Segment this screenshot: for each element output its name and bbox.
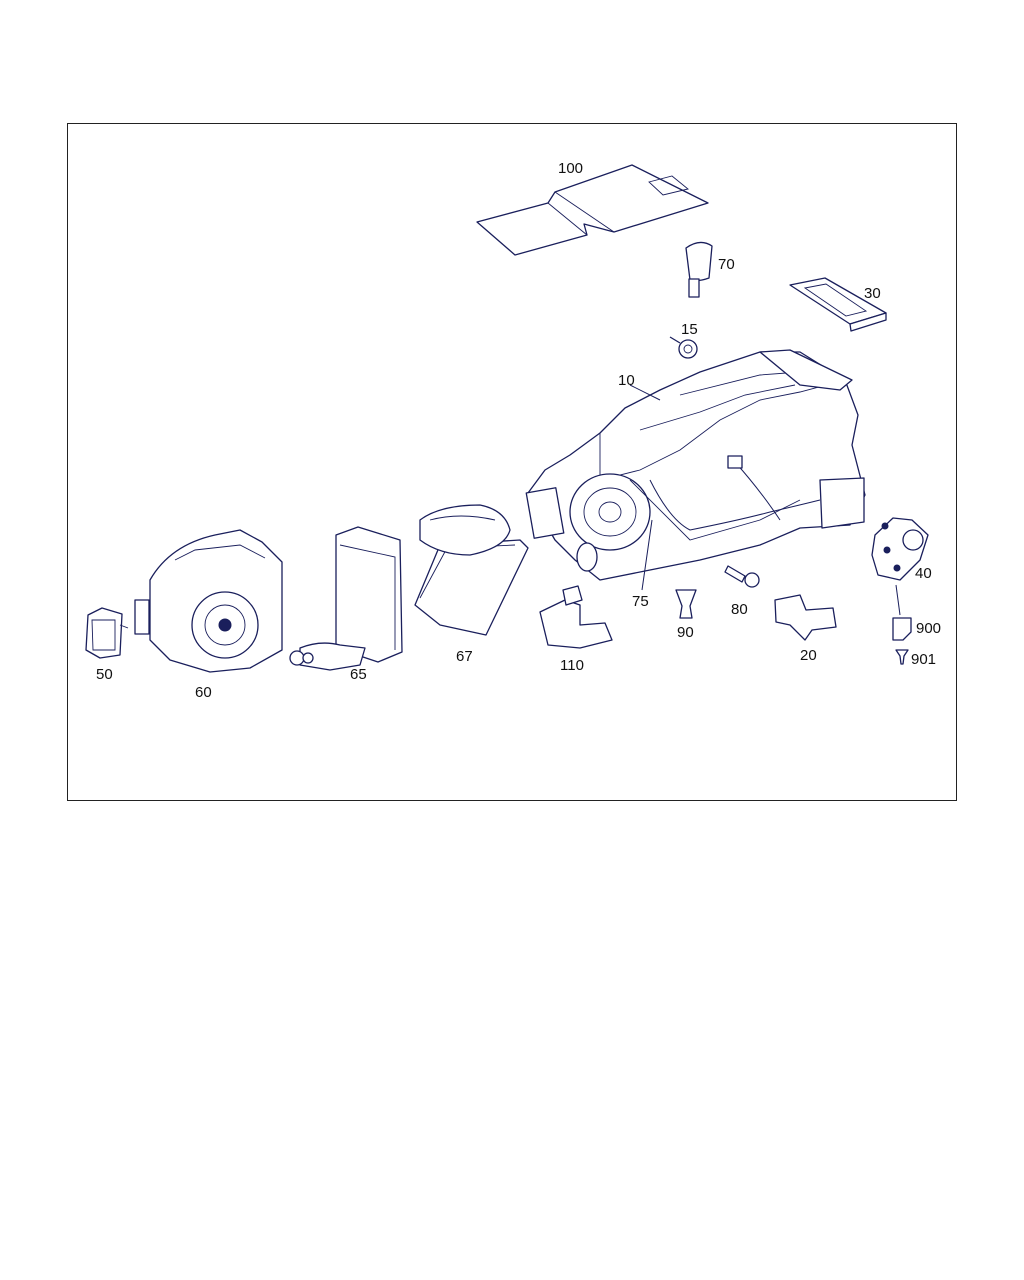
part-90-clip[interactable] [675,589,697,619]
callout-40: 40 [915,565,932,582]
callout-67: 67 [456,648,473,665]
part-60-blower-housing[interactable] [134,529,283,673]
callout-900: 900 [916,620,941,637]
callout-30: 30 [864,285,881,302]
leader-lines [629,384,901,616]
callout-110: 110 [560,657,584,674]
callout-80: 80 [731,601,748,618]
part-20-sensor[interactable] [774,594,837,641]
callout-60: 60 [195,684,212,701]
callout-901: 901 [911,651,936,668]
callout-15: 15 [681,321,698,338]
part-65-evaporator[interactable] [289,526,403,671]
part-900-connector[interactable] [892,617,912,641]
part-110-bracket[interactable] [539,585,613,649]
callout-20: 20 [800,647,817,664]
callout-90: 90 [677,624,694,641]
part-67-heater-core[interactable] [414,504,529,636]
callout-labels: 100 70 30 15 10 40 900 901 50 60 65 67 1… [96,160,941,701]
callout-10: 10 [618,372,635,389]
part-40-actuator[interactable] [871,517,929,581]
callout-70: 70 [718,256,735,273]
part-70-clip[interactable] [685,241,713,298]
part-75-wiring-harness[interactable] [649,455,821,531]
callout-75: 75 [632,593,649,610]
part-80-screw[interactable] [724,565,760,588]
part-10-heater-housing[interactable] [525,349,866,581]
callout-100: 100 [558,160,583,177]
part-50-control-module[interactable] [85,607,129,659]
part-15-screw[interactable] [669,336,698,359]
part-901-pin[interactable] [895,649,909,665]
part-100-insulation-mat[interactable] [476,164,709,256]
part-30-filter-frame[interactable] [789,277,887,332]
callout-50: 50 [96,666,113,683]
callout-65: 65 [350,666,367,683]
